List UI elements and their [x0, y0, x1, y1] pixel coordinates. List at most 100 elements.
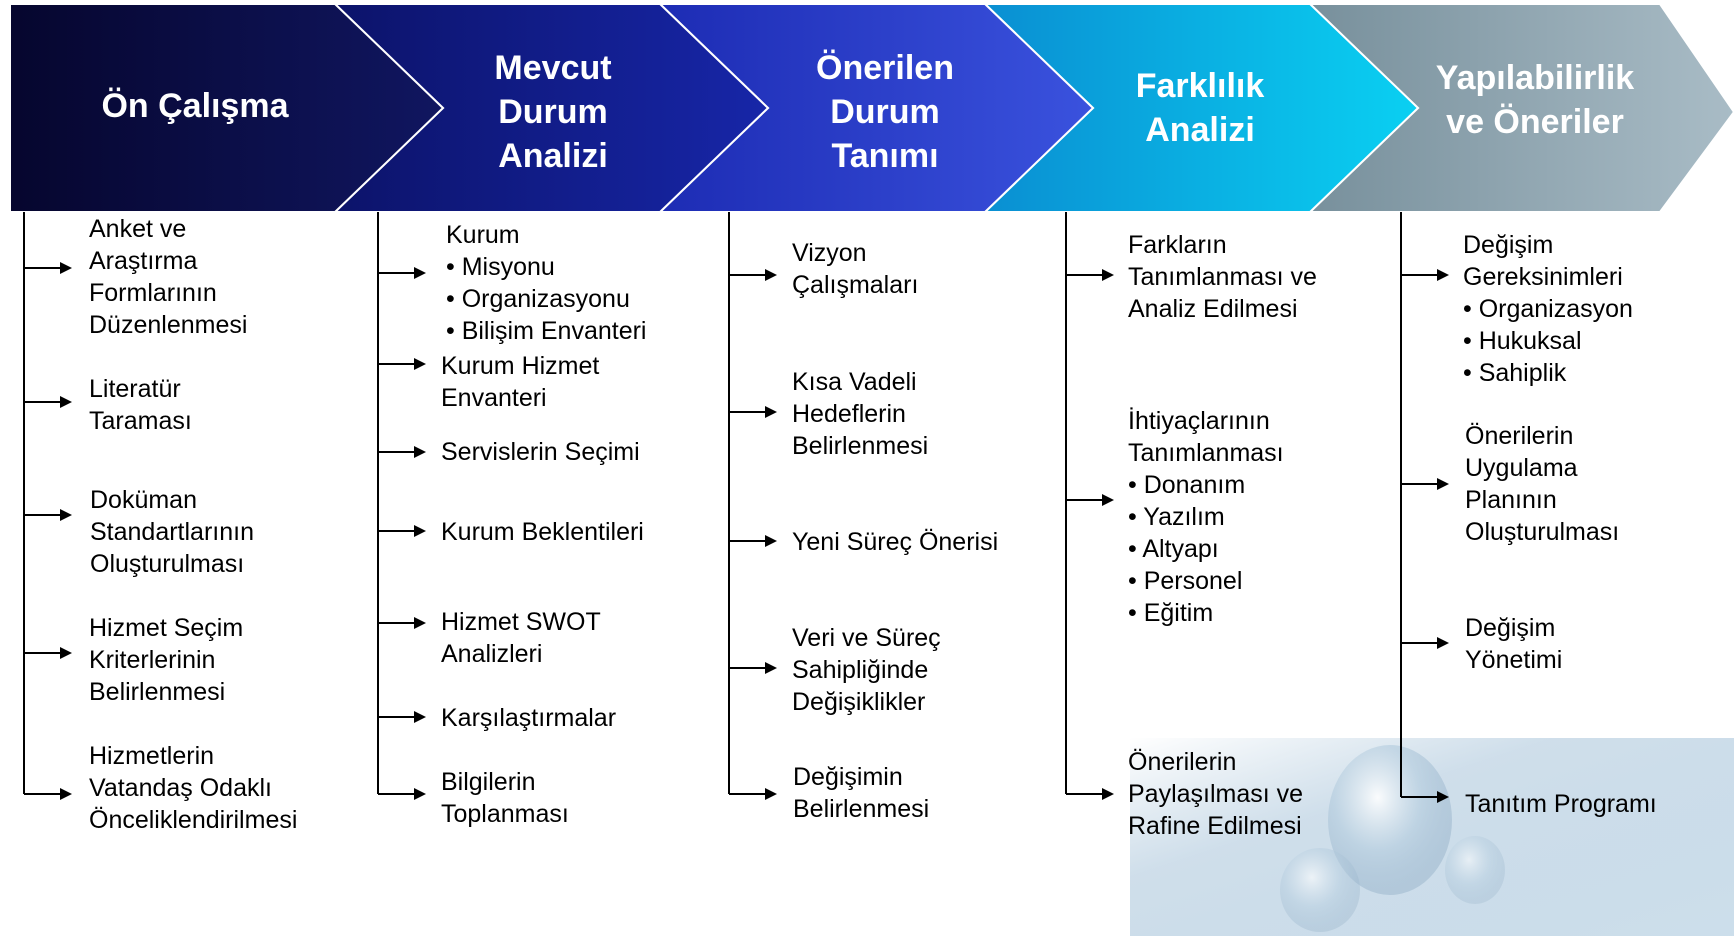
step-item: Kurum • Misyonu • Organizasyonu • Bilişi…: [446, 219, 646, 347]
step-line: Tanıtım Programı: [1465, 790, 1657, 818]
step-item: Hizmet SWOT Analizleri: [441, 606, 601, 670]
step-line: Doküman: [90, 486, 197, 514]
step-line: • Misyonu: [446, 253, 555, 281]
phase-title-line: Mevcut: [494, 49, 612, 87]
step-line: • Personel: [1128, 567, 1243, 595]
step-line: Belirlenmesi: [793, 795, 930, 823]
step-item: Literatür Taraması: [89, 373, 192, 437]
step-item: Hizmetlerin Vatandaş Odaklı Önceliklendi…: [89, 740, 297, 836]
phase-title-line: Yapılabilirlik: [1435, 59, 1635, 97]
step-item: Yeni Süreç Önerisi: [792, 526, 998, 558]
phase-title-line: Durum: [498, 93, 608, 131]
phase-title-line: ve Öneriler: [1446, 103, 1624, 141]
step-line: • Sahiplik: [1463, 359, 1567, 387]
step-line: Yönetimi: [1465, 646, 1563, 674]
phase-title-line: Analizi: [498, 137, 608, 175]
step-item: Farkların Tanımlanması ve Analiz Edilmes…: [1128, 229, 1317, 325]
step-line: Tanımlanması ve: [1128, 263, 1317, 291]
step-item: Veri ve Süreç Sahipliğinde Değişiklikler: [792, 622, 941, 718]
step-item: Değişim Gereksinimleri • Organizasyon • …: [1463, 229, 1633, 389]
phase-title-4: Farklılık Analizi: [1060, 64, 1340, 152]
step-item: Değişimin Belirlenmesi: [793, 761, 929, 825]
step-item: Kurum Beklentileri: [441, 516, 644, 548]
step-line: Vizyon: [792, 239, 867, 267]
connector-group: [23, 212, 1449, 803]
step-line: Önerilerin: [1128, 748, 1237, 776]
step-line: Analizleri: [441, 640, 543, 668]
step-line: Vatandaş Odaklı: [89, 774, 272, 802]
phase-title-line: Farklılık: [1135, 67, 1265, 105]
step-item: Bilgilerin Toplanması: [441, 766, 569, 830]
step-item: Anket ve Araştırma Formlarının Düzenlenm…: [89, 213, 247, 341]
step-line: Gereksinimleri: [1463, 263, 1623, 291]
step-item: Doküman Standartlarının Oluşturulması: [90, 484, 254, 580]
step-item: Tanıtım Programı: [1465, 788, 1657, 820]
step-line: Rafine Edilmesi: [1128, 812, 1302, 840]
step-line: Sahipliğinde: [792, 656, 929, 684]
step-line: Kurum Hizmet: [441, 352, 600, 380]
phase-chevron-1: [9, 3, 445, 213]
step-item: Önerilerin Paylaşılması ve Rafine Edilme…: [1128, 746, 1303, 842]
step-line: • Hukuksal: [1463, 327, 1582, 355]
step-item: Değişim Yönetimi: [1465, 612, 1562, 676]
phase-title-line: Ön Çalışma: [101, 87, 289, 125]
step-line: Planının: [1465, 486, 1557, 514]
step-line: Hizmetlerin: [89, 742, 215, 770]
step-line: Değişiklikler: [792, 688, 926, 716]
step-line: Önceliklendirilmesi: [89, 806, 298, 834]
step-line: Kısa Vadeli: [792, 368, 917, 396]
background-decoration: [1130, 738, 1734, 936]
step-line: Paylaşılması ve: [1128, 780, 1304, 808]
step-line: • Organizasyonu: [446, 285, 630, 313]
step-item: Vizyon Çalışmaları: [792, 237, 918, 301]
step-line: Oluşturulması: [90, 550, 245, 578]
step-line: • Yazılım: [1128, 503, 1225, 531]
step-line: Belirlenmesi: [89, 678, 226, 706]
step-item: Hizmet Seçim Kriterlerinin Belirlenmesi: [89, 612, 243, 708]
step-line: • Eğitim: [1128, 599, 1214, 627]
step-item: İhtiyaçlarının Tanımlanması • Donanım • …: [1128, 405, 1284, 629]
step-line: Karşılaştırmalar: [441, 704, 617, 732]
phase-title-line: Önerilen: [816, 49, 954, 87]
step-line: Kurum Beklentileri: [441, 518, 644, 546]
step-line: Değişim: [1463, 231, 1554, 259]
step-line: Kriterlerinin: [89, 646, 216, 674]
step-line: Formlarının: [89, 279, 217, 307]
step-line: • Bilişim Envanteri: [446, 317, 647, 345]
step-line: Belirlenmesi: [792, 432, 929, 460]
step-line: Uygulama: [1465, 454, 1578, 482]
step-line: Çalışmaları: [792, 271, 919, 299]
phase-title-3: Önerilen Durum Tanımı: [745, 46, 1025, 178]
step-line: Servislerin Seçimi: [441, 438, 640, 466]
step-item: Servislerin Seçimi: [441, 436, 640, 468]
phase-title-2: Mevcut Durum Analizi: [413, 46, 693, 178]
phase-title-5: Yapılabilirlik ve Öneriler: [1390, 56, 1680, 144]
step-line: Önerilerin: [1465, 422, 1574, 450]
step-line: Araştırma: [89, 247, 198, 275]
step-line: Farkların: [1128, 231, 1227, 259]
step-line: Hizmet Seçim: [89, 614, 244, 642]
step-line: Analiz Edilmesi: [1128, 295, 1298, 323]
step-item: Karşılaştırmalar: [441, 702, 616, 734]
step-line: • Altyapı: [1128, 535, 1219, 563]
step-line: Toplanması: [441, 800, 569, 828]
step-line: Değişimin: [793, 763, 903, 791]
step-line: Kurum: [446, 221, 520, 249]
step-item: Kısa Vadeli Hedeflerin Belirlenmesi: [792, 366, 928, 462]
step-line: Değişim: [1465, 614, 1556, 642]
step-line: Tanımlanması: [1128, 439, 1284, 467]
step-line: Standartlarının: [90, 518, 254, 546]
step-line: Envanteri: [441, 384, 547, 412]
step-line: Hizmet SWOT: [441, 608, 601, 636]
step-item: Önerilerin Uygulama Planının Oluşturulma…: [1465, 420, 1619, 548]
step-line: Literatür: [89, 375, 181, 403]
step-line: Düzenlenmesi: [89, 311, 248, 339]
step-line: Anket ve: [89, 215, 187, 243]
phase-title-line: Tanımı: [831, 137, 939, 175]
step-line: Oluşturulması: [1465, 518, 1620, 546]
step-line: • Donanım: [1128, 471, 1246, 499]
step-line: Yeni Süreç Önerisi: [792, 528, 999, 556]
phase-title-line: Analizi: [1145, 111, 1255, 149]
step-line: Veri ve Süreç: [792, 624, 941, 652]
